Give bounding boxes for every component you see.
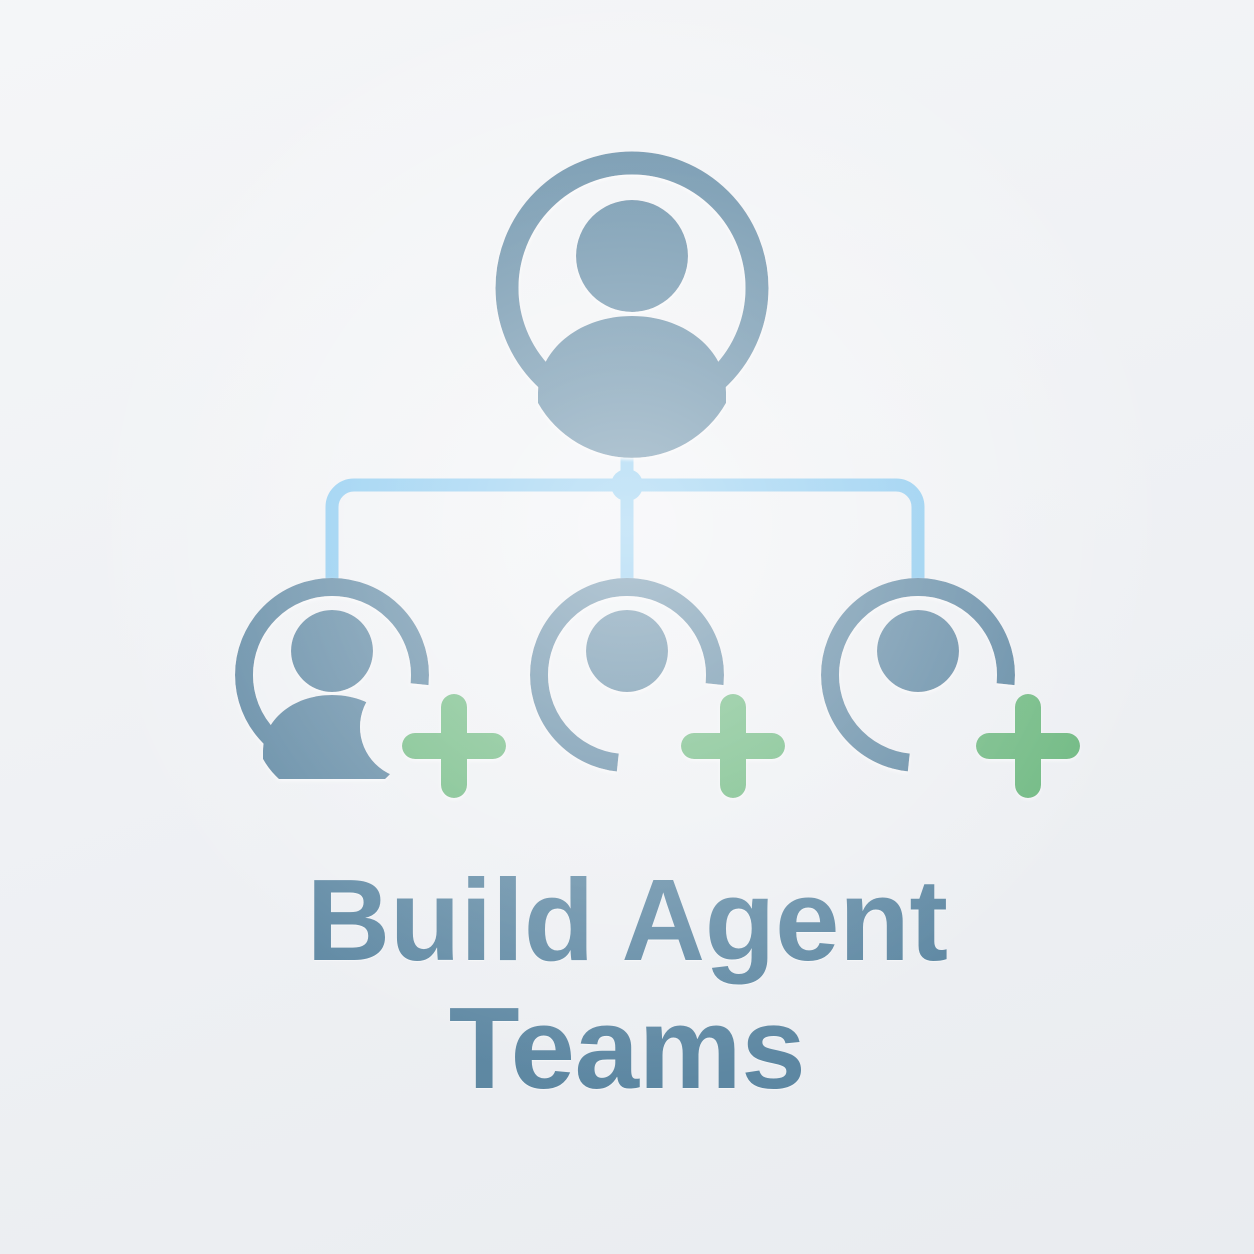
plus-icon[interactable] — [976, 694, 1080, 798]
person-head — [877, 610, 959, 692]
node-child-2[interactable] — [530, 578, 991, 800]
person-head — [576, 200, 688, 312]
connector-bus-right — [620, 478, 925, 585]
node-child-1[interactable] — [235, 578, 506, 800]
person-head — [291, 610, 373, 692]
node-child-3[interactable] — [821, 578, 1254, 800]
plus-icon[interactable] — [402, 694, 506, 798]
person-body — [538, 316, 726, 458]
page-title-line-1: Build Agent — [306, 855, 949, 985]
person-add-circle-icon — [530, 578, 724, 772]
person-add-circle-icon — [821, 578, 1015, 772]
connector-bus-left — [325, 478, 634, 585]
connector-hub-dot — [611, 469, 643, 501]
plus-icon[interactable] — [681, 694, 785, 798]
page-title-line-2: Teams — [448, 983, 806, 1113]
person-head — [586, 610, 668, 692]
node-root[interactable] — [495, 151, 769, 458]
